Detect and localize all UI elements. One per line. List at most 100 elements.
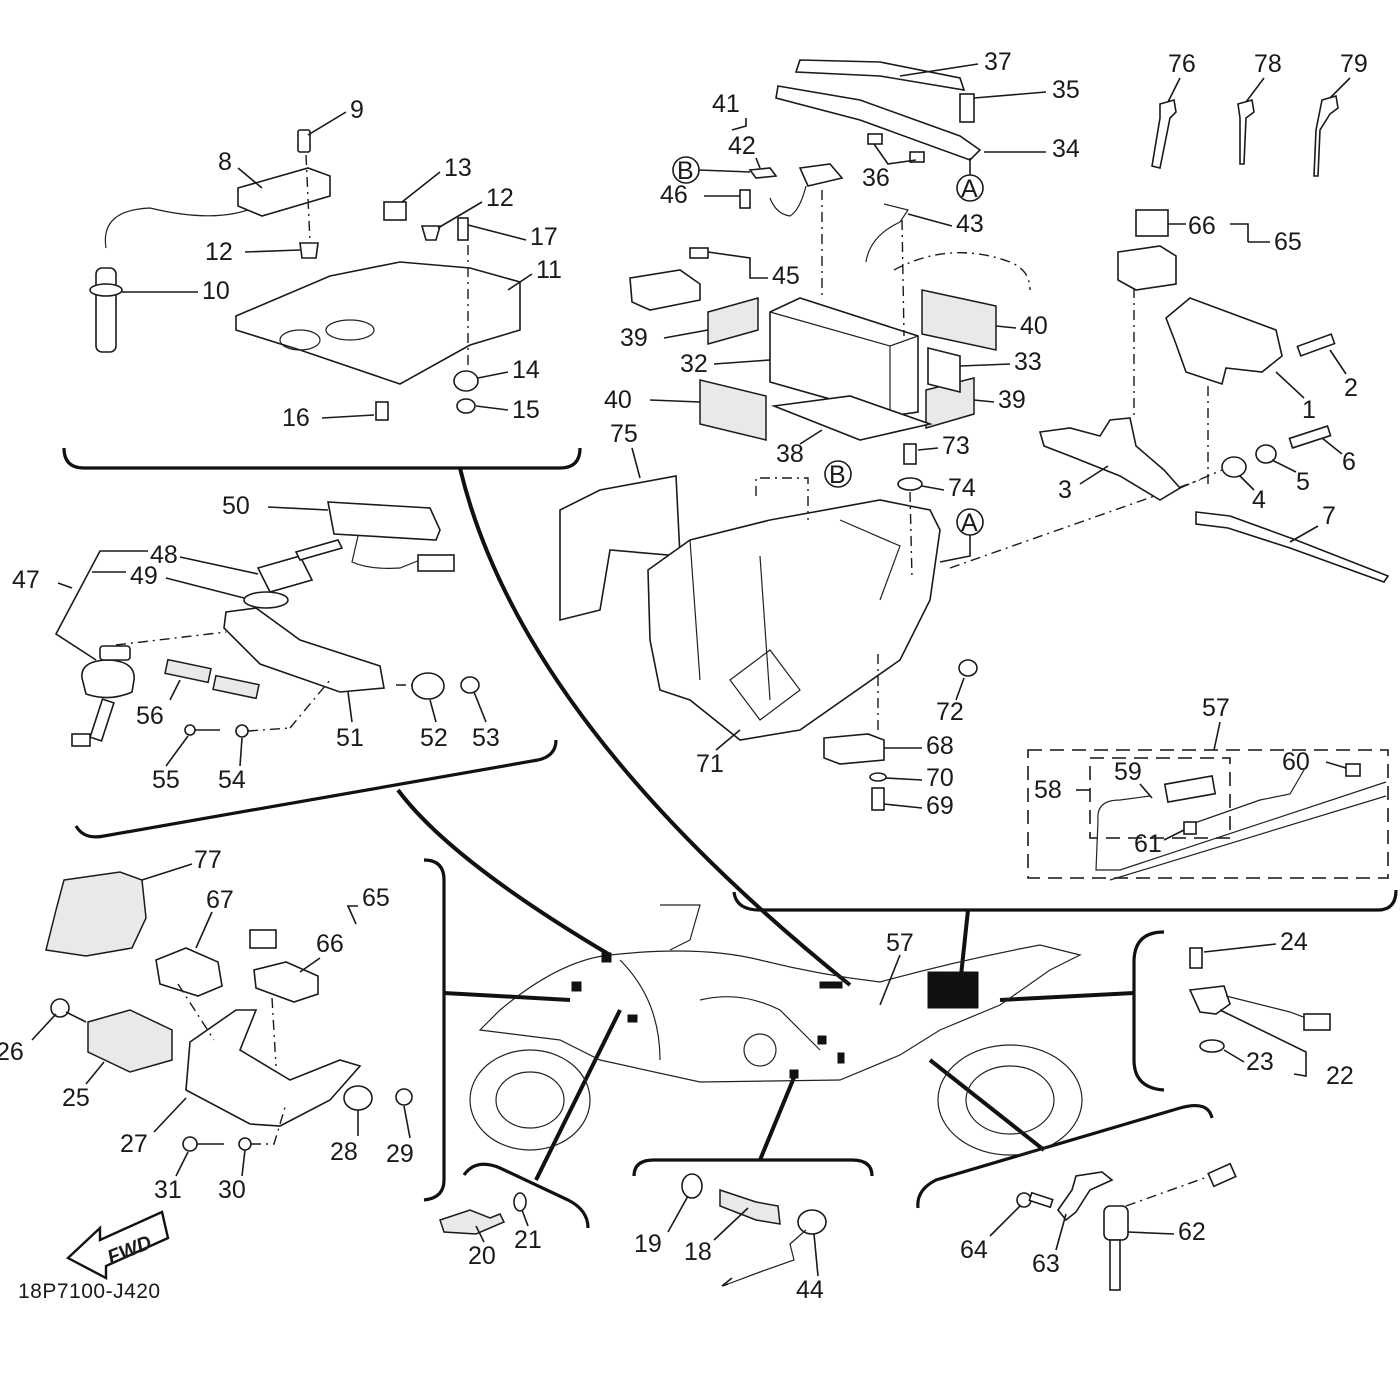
connector-line: [928, 1058, 1046, 1152]
sensor-20: [439, 1209, 506, 1235]
switch-18: [719, 1188, 781, 1225]
ecu-1: [1165, 297, 1283, 386]
callout-68: 68: [926, 732, 954, 760]
collar-15: [456, 398, 476, 414]
o-ring-23: [1199, 1039, 1225, 1053]
crank-sensor-group: [1188, 947, 1331, 1053]
callouts-ecu: 76 78 79 66 65 2 1 6 5 4 3 7: [1058, 50, 1368, 543]
collar-5: [1255, 444, 1277, 464]
connector-line: [458, 467, 852, 987]
callout-28: 28: [330, 1138, 358, 1166]
callout-50: 50: [222, 492, 250, 520]
pad-40b: [699, 379, 767, 441]
thermo-unit-group: [1016, 1162, 1237, 1291]
sensor-22: [1188, 985, 1231, 1015]
callout-41: 41: [712, 90, 740, 118]
fwd-arrow: FWD: [65, 1210, 170, 1280]
callout-56: 56: [136, 702, 164, 730]
bolt-73: [903, 443, 917, 465]
group-boundary-ignition-coil: [62, 447, 582, 470]
group-boundary-speed-sensor: [462, 1162, 590, 1229]
bolt-46: [739, 189, 751, 209]
connector-line: [396, 788, 612, 957]
callout-77: 77: [194, 846, 222, 874]
cap-60: [1345, 763, 1361, 777]
ecu-location-marker: [927, 971, 979, 1009]
callout-22: 22: [1326, 1062, 1354, 1090]
callout-42: 42: [728, 132, 756, 160]
callouts-battery-box: 75 73 74 72 71 68 70 69: [610, 420, 976, 820]
callout-6: 6: [1342, 448, 1356, 476]
callout-23: 23: [1246, 1048, 1274, 1076]
group-boundary-battery: [732, 889, 1398, 912]
callouts-crank: 24 23 22: [1203, 928, 1354, 1090]
callout-59: 59: [1114, 758, 1142, 786]
callout-8: 8: [218, 148, 232, 176]
relay-66-left: [249, 929, 277, 949]
harness-box-58: [1089, 757, 1231, 839]
thermo-unit-62: [1103, 1205, 1129, 1241]
sheet-33: [927, 346, 961, 394]
callout-35: 35: [1052, 76, 1080, 104]
damper-14: [453, 370, 479, 392]
fwd-arrow-icon: [65, 1210, 170, 1280]
screw-9: [297, 129, 311, 153]
callout-15: 15: [512, 396, 540, 424]
callout-44: 44: [796, 1276, 824, 1304]
bracket-3: [1038, 417, 1182, 501]
cap-61: [1183, 821, 1197, 835]
callout-33: 33: [1014, 348, 1042, 376]
callout-74: 74: [948, 474, 976, 502]
washer-54: [235, 724, 249, 738]
bolt-16: [375, 401, 389, 421]
callout-70: 70: [926, 764, 954, 792]
cover-75: [559, 475, 681, 622]
callout-61: 61: [1134, 830, 1162, 858]
cushion-56a: [164, 658, 212, 684]
wire-harness-group: [1027, 749, 1389, 881]
connector-line: [534, 1009, 622, 1181]
pad-39a: [707, 297, 759, 345]
main-switch-47: [81, 659, 135, 699]
group-boundary-crank-sensor: [1132, 930, 1165, 1092]
band-7: [1195, 511, 1390, 583]
callout-14: 14: [512, 356, 540, 384]
cushion-56b: [212, 674, 260, 700]
switch-bracket-51: [223, 607, 385, 693]
callout-65-left: 65: [362, 884, 390, 912]
callout-36: 36: [862, 164, 890, 192]
terminal-cover-41: [798, 163, 844, 187]
callout-73: 73: [942, 432, 970, 460]
callout-30: 30: [218, 1176, 246, 1204]
callout-17: 17: [530, 223, 558, 251]
grommet-12b: [420, 225, 442, 241]
key-48: [256, 555, 314, 593]
bolt-69: [871, 787, 885, 811]
spark-plug-cap: [95, 267, 117, 353]
bolt-2: [1296, 333, 1336, 357]
callout-52: 52: [420, 724, 448, 752]
group-boundary-neutral-switch: [632, 1158, 874, 1177]
relay-base-65-left: [253, 961, 319, 1003]
callout-43: 43: [956, 210, 984, 238]
connector-line: [999, 991, 1135, 1002]
battery-box-71: [647, 499, 941, 741]
callout-57-harness: 57: [1202, 694, 1230, 722]
relay-base-65: [1117, 245, 1177, 291]
cover-77: [45, 871, 147, 957]
callout-58: 58: [1034, 776, 1062, 804]
fuse-box-45: [629, 269, 701, 311]
callout-76: 76: [1168, 50, 1196, 78]
damper-36b: [909, 151, 925, 163]
callout-32: 32: [680, 350, 708, 378]
speed-sensor-group: [439, 1192, 527, 1235]
vehicle-callout-57: 57: [886, 929, 914, 957]
screw-55: [184, 724, 196, 736]
callout-40-left: 40: [604, 386, 632, 414]
relay-68: [823, 733, 885, 765]
callout-26: 26: [0, 1038, 24, 1066]
callout-78: 78: [1254, 50, 1282, 78]
ref-marker-b-box: [824, 460, 852, 488]
terminal-42: [748, 167, 778, 179]
connector-line: [443, 991, 571, 1002]
